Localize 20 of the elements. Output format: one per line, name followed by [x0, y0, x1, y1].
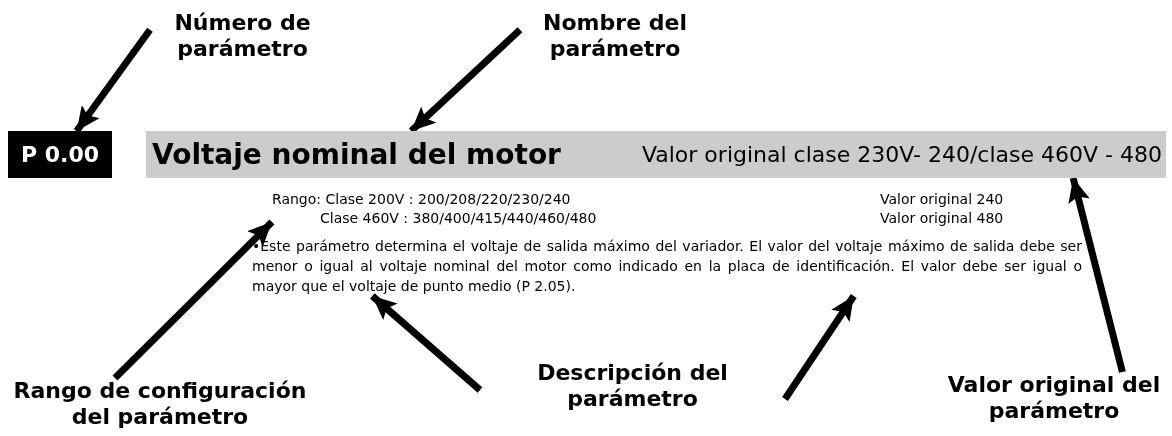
parameter-header-band: [146, 131, 1166, 178]
arrow: [408, 27, 523, 134]
arrow: [782, 294, 857, 401]
callout-label: Descripción del parámetro: [536, 360, 729, 413]
parameter-name: Voltaje nominal del motor: [152, 136, 561, 173]
default-value-text: Valor original clase 230V- 240/clase 460V - 480: [641, 141, 1162, 169]
arrow: [73, 27, 153, 134]
callout-label: Número de parámetro: [173, 10, 312, 63]
range-line: Rango: Clase 200V : 200/208/220/230/240: [272, 190, 571, 209]
default-value-label: Valor original 240: [880, 190, 1004, 209]
default-value-label: Valor original 480: [880, 209, 1004, 228]
arrow: [112, 219, 275, 381]
parameter-number-box: [8, 131, 112, 178]
callout-label: Rango de configuración del parámetro: [12, 378, 308, 431]
callout-label: Valor original del parámetro: [946, 372, 1162, 425]
callout-label: Nombre del parámetro: [542, 10, 688, 63]
arrow: [1068, 177, 1126, 373]
parameter-number: P 0.00: [20, 141, 100, 169]
arrow: [370, 293, 483, 393]
range-line: Clase 460V : 380/400/415/440/460/480: [319, 209, 597, 228]
